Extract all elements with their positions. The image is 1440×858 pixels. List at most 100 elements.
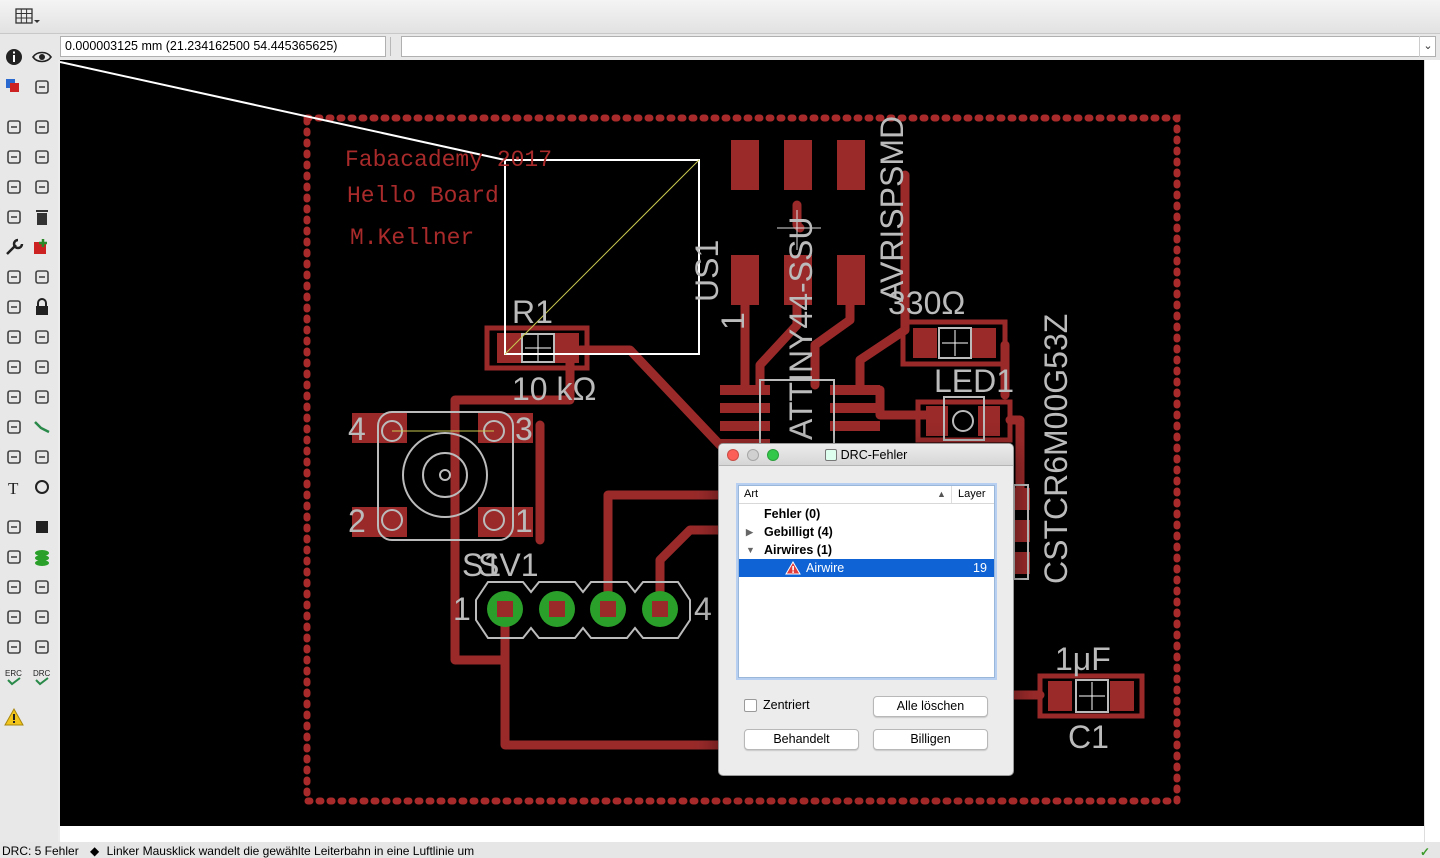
svg-text:DRC: DRC — [33, 669, 51, 678]
group-icon[interactable] — [1, 294, 27, 320]
swap-icon[interactable] — [29, 264, 55, 290]
errors-icon[interactable] — [1, 704, 27, 730]
list-item-layer: 19 — [973, 561, 987, 575]
label-resonator: CSTCR6M00G53Z — [1038, 314, 1074, 584]
circle-icon[interactable] — [29, 474, 55, 500]
value-icon[interactable] — [29, 324, 55, 350]
list-item[interactable]: ▼ Airwires (1) — [739, 541, 994, 559]
miter-icon[interactable] — [29, 354, 55, 380]
drc-icon[interactable]: DRC — [29, 664, 55, 690]
erc-icon[interactable]: ERC — [1, 664, 27, 690]
replace-icon[interactable] — [1, 264, 27, 290]
sort-up-icon[interactable]: ▲ — [937, 489, 946, 499]
board-text-line: M.Kellner — [350, 225, 474, 251]
label-sw-pin4: 4 — [348, 411, 366, 447]
column-header-type[interactable]: Art — [744, 488, 759, 500]
horizontal-scrollbar[interactable] — [60, 826, 1424, 842]
via-icon[interactable] — [29, 544, 55, 570]
vertical-scrollbar[interactable] — [1424, 60, 1440, 842]
label-sw-pin2: 2 — [348, 503, 366, 539]
smash-icon[interactable] — [1, 354, 27, 380]
drc-error-list[interactable]: Art ▲ Layer Fehler (0) ▶ Gebilligt (4) ▼… — [738, 485, 995, 678]
board-outline — [303, 114, 1181, 805]
meander-icon[interactable] — [1, 414, 27, 440]
mirror-icon[interactable] — [1, 144, 27, 170]
disclosure-down-icon[interactable]: ▼ — [746, 545, 755, 555]
label-sv1: SV1 — [478, 547, 538, 583]
label-avrisp: AVRISPSMD — [874, 116, 910, 302]
ratsnest-icon[interactable] — [1, 634, 27, 660]
centered-label: Zentriert — [763, 698, 810, 712]
avrisp-pads — [731, 140, 865, 305]
coordinate-readout: 0.000003125 mm (21.234162500 54.44536562… — [60, 36, 386, 57]
text-icon[interactable]: T — [1, 474, 27, 500]
processed-button[interactable]: Behandelt — [744, 729, 859, 750]
label-c1: C1 — [1068, 719, 1109, 755]
drc-window-icon — [824, 449, 837, 461]
dialog-titlebar[interactable]: DRC-Fehler — [719, 444, 1013, 466]
hole-icon[interactable] — [29, 574, 55, 600]
layer-display-icon[interactable] — [1, 74, 27, 100]
rotate-icon[interactable] — [29, 144, 55, 170]
approve-button[interactable]: Billigen — [873, 729, 988, 750]
top-toolbar — [0, 0, 1440, 34]
attribute-icon[interactable] — [1, 604, 27, 630]
list-item-selected[interactable]: Airwire 19 — [739, 559, 994, 577]
optimize-icon[interactable] — [29, 384, 55, 410]
signal-icon[interactable] — [1, 574, 27, 600]
split-icon[interactable] — [1, 384, 27, 410]
paste-icon[interactable] — [1, 204, 27, 230]
list-item-label: Airwires (1) — [764, 543, 833, 557]
zoom-button[interactable] — [767, 449, 779, 461]
switch — [352, 411, 533, 541]
list-item-label: Airwire — [806, 561, 845, 575]
label-r330: 330Ω — [888, 285, 965, 321]
column-header-layer[interactable]: Layer — [958, 488, 986, 500]
info-icon[interactable] — [1, 44, 27, 70]
delete-icon[interactable] — [29, 204, 55, 230]
route-icon[interactable] — [29, 414, 55, 440]
mark-icon[interactable] — [29, 74, 55, 100]
centered-checkbox[interactable] — [744, 699, 757, 712]
list-item-label: Fehler (0) — [764, 507, 821, 521]
select-icon[interactable] — [1, 114, 27, 140]
copy-icon[interactable] — [29, 174, 55, 200]
clear-all-button[interactable]: Alle löschen — [873, 696, 988, 717]
label-sw-pin3: 3 — [515, 411, 533, 447]
close-button[interactable] — [727, 449, 739, 461]
eye-icon[interactable] — [29, 44, 55, 70]
label-c1-value: 1μF — [1055, 641, 1111, 677]
command-toolbar: T ERC DRC — [0, 34, 58, 842]
diamond-icon: ◆ — [90, 844, 100, 858]
list-item[interactable]: ▶ Gebilligt (4) — [739, 523, 994, 541]
label-r1: R1 — [512, 294, 553, 330]
rect-icon[interactable] — [29, 514, 55, 540]
wrench-icon[interactable] — [1, 234, 27, 260]
label-r1-value: 10 kΩ — [512, 371, 596, 407]
autorouter-icon[interactable] — [29, 634, 55, 660]
dimension-icon[interactable] — [29, 604, 55, 630]
polygon-icon[interactable] — [1, 544, 27, 570]
add-icon[interactable] — [29, 234, 55, 260]
board-text-line: Hello Board — [347, 183, 499, 209]
drc-dialog: DRC-Fehler Art ▲ Layer Fehler (0) ▶ Gebi… — [718, 443, 1014, 776]
ripup-icon[interactable] — [1, 444, 27, 470]
status-ok-icon[interactable]: ✓ — [1419, 845, 1430, 858]
grid-icon[interactable] — [14, 6, 42, 28]
arc-icon[interactable] — [1, 514, 27, 540]
label-sv-pin4: 4 — [694, 591, 712, 627]
drc-summary[interactable]: DRC: 5 Fehler — [2, 844, 79, 858]
minimize-button[interactable] — [747, 449, 759, 461]
label-led: LED1 — [934, 363, 1014, 399]
divider — [390, 37, 398, 56]
label-sv-pin1: 1 — [453, 591, 471, 627]
command-input[interactable] — [401, 36, 1436, 57]
label-sw-pin1: 1 — [515, 503, 533, 539]
wire-icon[interactable] — [29, 444, 55, 470]
list-item[interactable]: Fehler (0) — [739, 505, 994, 523]
move-icon[interactable] — [29, 114, 55, 140]
disclosure-right-icon[interactable]: ▶ — [746, 527, 753, 537]
name-icon[interactable] — [1, 324, 27, 350]
align-icon[interactable] — [1, 174, 27, 200]
lock-icon[interactable] — [29, 294, 55, 320]
